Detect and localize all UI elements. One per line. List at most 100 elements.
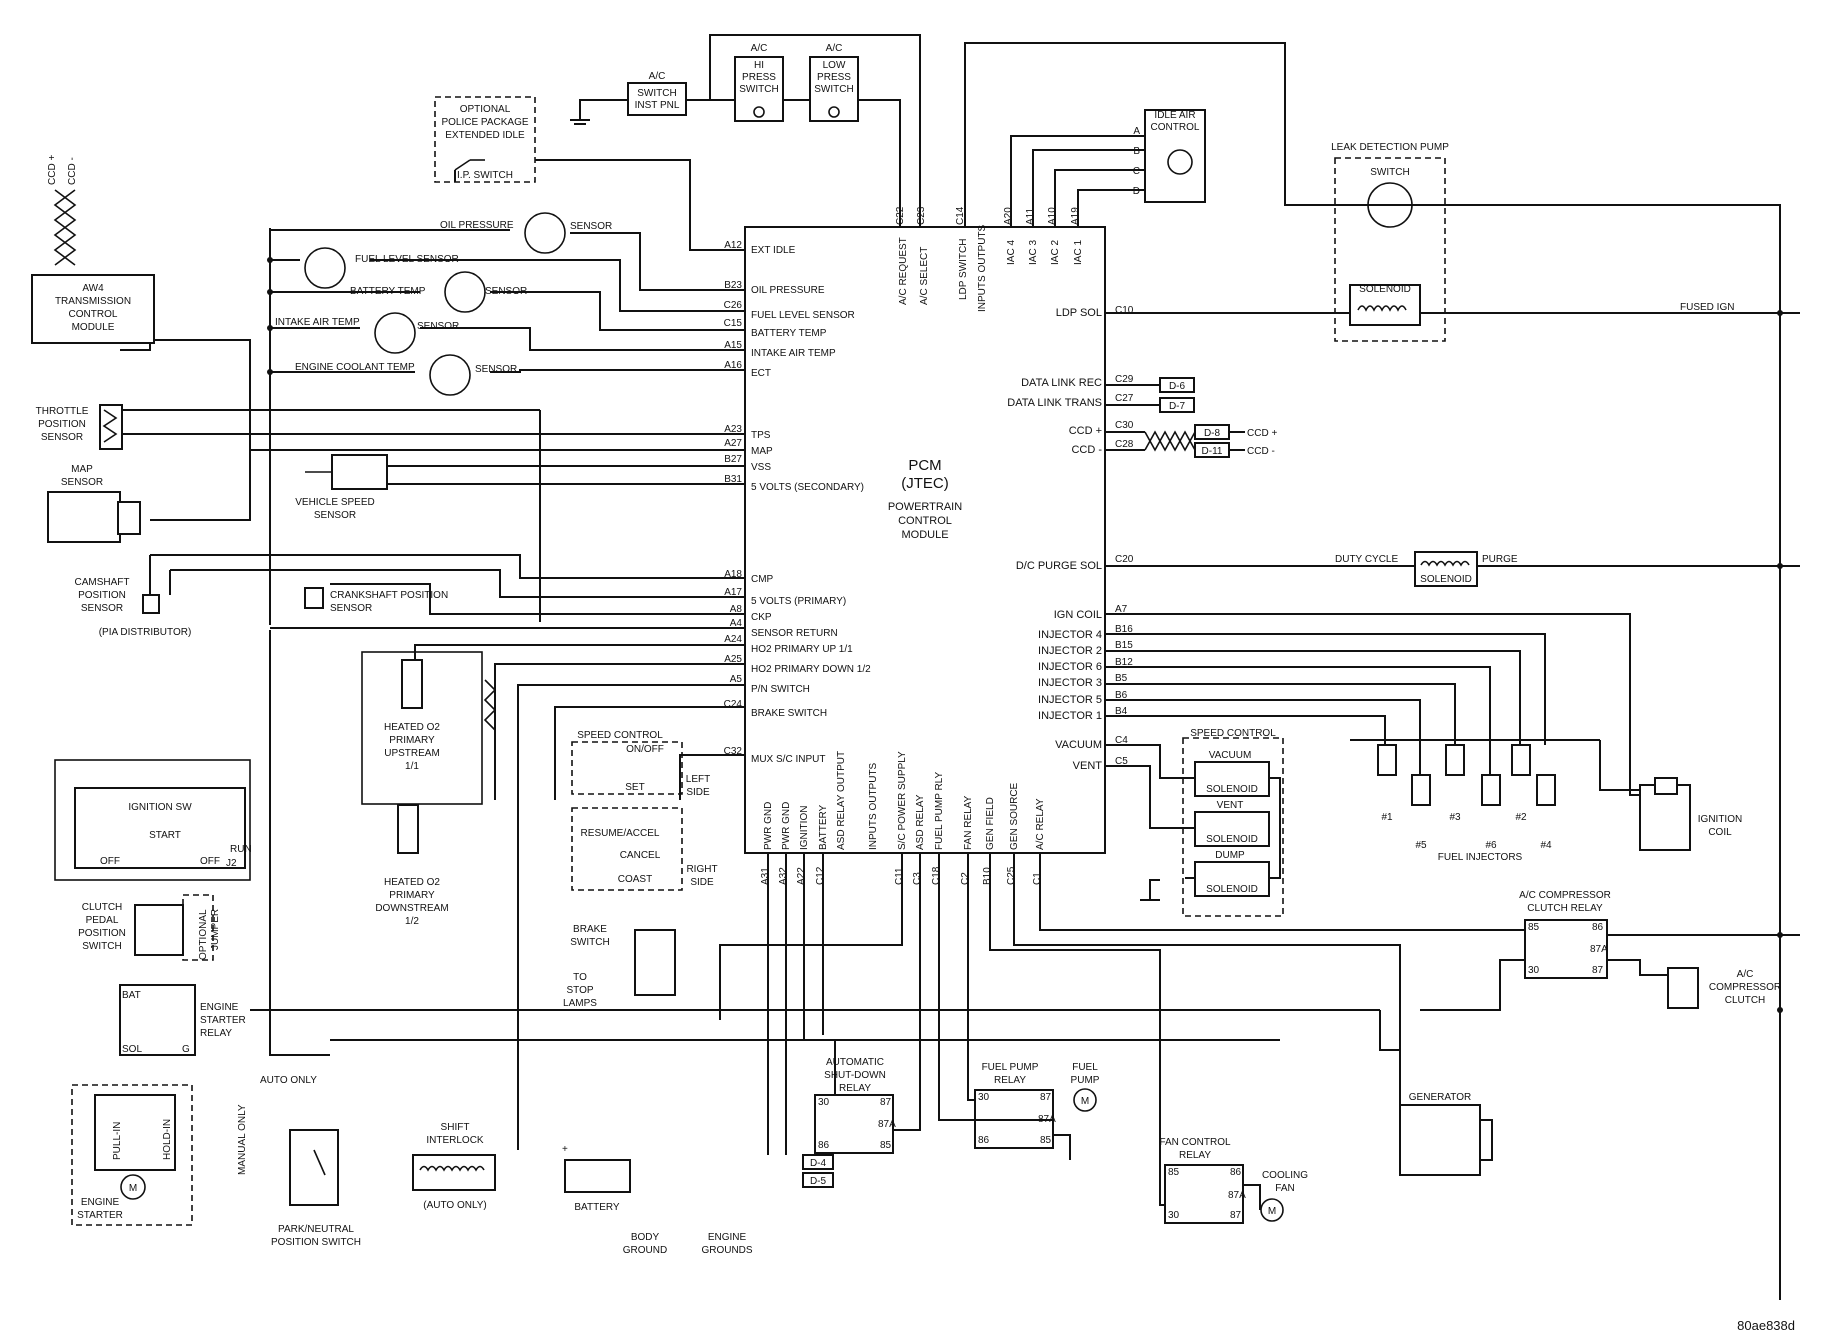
svg-text:D-8: D-8 <box>1204 428 1221 439</box>
svg-text:#4: #4 <box>1540 840 1552 851</box>
data-link-connectors: D-6 D-7 D-8 D-11 CCD + CCD - <box>1105 377 1277 458</box>
svg-text:INTAKE AIR TEMP: INTAKE AIR TEMP <box>751 348 836 359</box>
svg-text:TPS: TPS <box>751 430 771 441</box>
svg-text:SENSOR: SENSOR <box>41 432 83 443</box>
svg-text:C3: C3 <box>912 872 923 885</box>
svg-text:POSITION: POSITION <box>38 419 86 430</box>
temp-sensors: OIL PRESSURE SENSOR FUEL LEVEL SENSOR BA… <box>275 212 612 396</box>
svg-text:SWITCH: SWITCH <box>739 84 778 95</box>
aw4-module: CCD + CCD - AW4 TRANSMISSION CONTROL MOD… <box>31 155 155 344</box>
svg-text:POSITION: POSITION <box>78 590 126 601</box>
battery: + BATTERY <box>562 1144 631 1213</box>
engine-starter-relay: BAT SOL G ENGINE STARTER RELAY <box>119 984 246 1056</box>
svg-text:CLUTCH: CLUTCH <box>82 902 123 913</box>
svg-text:SET: SET <box>625 782 644 793</box>
lower-wires <box>250 630 1800 1210</box>
svg-text:87A: 87A <box>878 1119 896 1130</box>
svg-text:C23: C23 <box>916 206 927 225</box>
svg-text:CRANKSHAFT POSITION: CRANKSHAFT POSITION <box>330 590 448 601</box>
svg-text:SOLENOID: SOLENOID <box>1206 834 1258 845</box>
svg-text:B27: B27 <box>724 454 742 465</box>
crankshaft-position-sensor: CRANKSHAFT POSITION SENSOR <box>304 587 448 614</box>
vehicle-speed-sensor: VEHICLE SPEED SENSOR <box>295 454 388 521</box>
svg-text:VENT: VENT <box>1073 760 1103 772</box>
speed-control-solenoids: SPEED CONTROL VACUUM SOLENOID VENT SOLEN… <box>1105 728 1284 917</box>
map-sensor: MAP SENSOR <box>47 464 141 543</box>
svg-text:PUMP: PUMP <box>1071 1075 1100 1086</box>
svg-text:30: 30 <box>978 1092 990 1103</box>
svg-text:MAP: MAP <box>751 446 773 457</box>
svg-text:SOLENOID: SOLENOID <box>1206 784 1258 795</box>
injector-1 <box>1377 744 1397 776</box>
svg-text:C32: C32 <box>724 746 743 757</box>
svg-text:85: 85 <box>1528 922 1540 933</box>
svg-text:85: 85 <box>1168 1167 1180 1178</box>
svg-text:SENSOR: SENSOR <box>314 510 356 521</box>
svg-text:CCD -: CCD - <box>67 157 78 185</box>
svg-text:ENGINE: ENGINE <box>708 1232 747 1243</box>
svg-text:30: 30 <box>1528 965 1540 976</box>
svg-text:ECT: ECT <box>751 368 771 379</box>
svg-text:(JTEC): (JTEC) <box>901 475 949 492</box>
ac-hi-press-switch: A/C HI PRESS SWITCH <box>734 43 784 122</box>
svg-text:PURGE: PURGE <box>1482 554 1518 565</box>
svg-text:FAN: FAN <box>1275 1183 1294 1194</box>
svg-text:1/1: 1/1 <box>405 761 419 772</box>
svg-text:PRESS: PRESS <box>817 72 851 83</box>
svg-text:IGNITION: IGNITION <box>799 806 810 850</box>
shift-interlock: SHIFT INTERLOCK (AUTO ONLY) <box>412 1122 496 1211</box>
svg-text:OIL PRESSURE: OIL PRESSURE <box>751 285 825 296</box>
svg-text:C12: C12 <box>815 866 826 885</box>
svg-text:INPUTS OUTPUTS: INPUTS OUTPUTS <box>868 762 879 850</box>
svg-text:SENSOR: SENSOR <box>61 477 103 488</box>
svg-text:P/N SWITCH: P/N SWITCH <box>751 684 810 695</box>
svg-text:EXT IDLE: EXT IDLE <box>751 245 796 256</box>
svg-text:C10: C10 <box>1115 305 1134 316</box>
leak-detection-pump: LEAK DETECTION PUMP SWITCH SOLENOID FUSE… <box>1105 142 1800 342</box>
svg-text:HO2 PRIMARY DOWN 1/2: HO2 PRIMARY DOWN 1/2 <box>751 664 871 675</box>
heated-o2-sensors: HEATED O2 PRIMARY UPSTREAM 1/1 HEATED O2… <box>361 651 497 927</box>
svg-text:HEATED O2: HEATED O2 <box>384 877 440 888</box>
svg-text:FUEL PUMP: FUEL PUMP <box>982 1062 1039 1073</box>
svg-text:5 VOLTS (PRIMARY): 5 VOLTS (PRIMARY) <box>751 596 846 607</box>
svg-text:CONTROL: CONTROL <box>69 309 118 320</box>
svg-text:CAMSHAFT: CAMSHAFT <box>75 577 130 588</box>
svg-text:5 VOLTS (SECONDARY): 5 VOLTS (SECONDARY) <box>751 482 864 493</box>
svg-text:BATTERY: BATTERY <box>574 1202 620 1213</box>
svg-text:87: 87 <box>880 1097 892 1108</box>
svg-text:85: 85 <box>1040 1135 1052 1146</box>
svg-text:SWITCH: SWITCH <box>82 941 121 952</box>
svg-text:GENERATOR: GENERATOR <box>1409 1092 1471 1103</box>
svg-text:INJECTOR 4: INJECTOR 4 <box>1038 629 1102 641</box>
svg-text:87A: 87A <box>1228 1190 1246 1201</box>
svg-text:CMP: CMP <box>751 574 774 585</box>
svg-text:#5: #5 <box>1415 840 1427 851</box>
svg-text:87: 87 <box>1230 1210 1242 1221</box>
svg-text:PRIMARY: PRIMARY <box>389 735 435 746</box>
svg-text:SWITCH: SWITCH <box>1370 167 1409 178</box>
svg-text:OFF: OFF <box>200 856 220 867</box>
svg-text:D: D <box>1133 186 1140 197</box>
svg-text:A7: A7 <box>1115 604 1128 615</box>
svg-text:CCD -: CCD - <box>1247 446 1275 457</box>
svg-text:POSITION SWITCH: POSITION SWITCH <box>271 1237 361 1248</box>
svg-text:SENSOR: SENSOR <box>475 364 517 375</box>
svg-text:G: G <box>182 1044 190 1055</box>
svg-text:B23: B23 <box>724 280 742 291</box>
svg-text:A17: A17 <box>724 587 742 598</box>
svg-text:A32: A32 <box>778 867 789 885</box>
svg-text:A/C: A/C <box>1737 969 1754 980</box>
svg-text:JUMPER: JUMPER <box>210 909 221 950</box>
svg-text:B6: B6 <box>1115 690 1128 701</box>
svg-text:FUEL LEVEL SENSOR: FUEL LEVEL SENSOR <box>751 310 855 321</box>
brake-switch: BRAKE SWITCH TO STOP LAMPS <box>563 924 676 1009</box>
svg-text:DOWNSTREAM: DOWNSTREAM <box>375 903 448 914</box>
injector-2 <box>1511 744 1531 776</box>
svg-text:PCM: PCM <box>908 457 941 474</box>
svg-text:FUEL INJECTORS: FUEL INJECTORS <box>1438 852 1523 863</box>
svg-text:COIL: COIL <box>1708 827 1732 838</box>
svg-text:C30: C30 <box>1115 420 1134 431</box>
svg-text:A5: A5 <box>730 674 743 685</box>
